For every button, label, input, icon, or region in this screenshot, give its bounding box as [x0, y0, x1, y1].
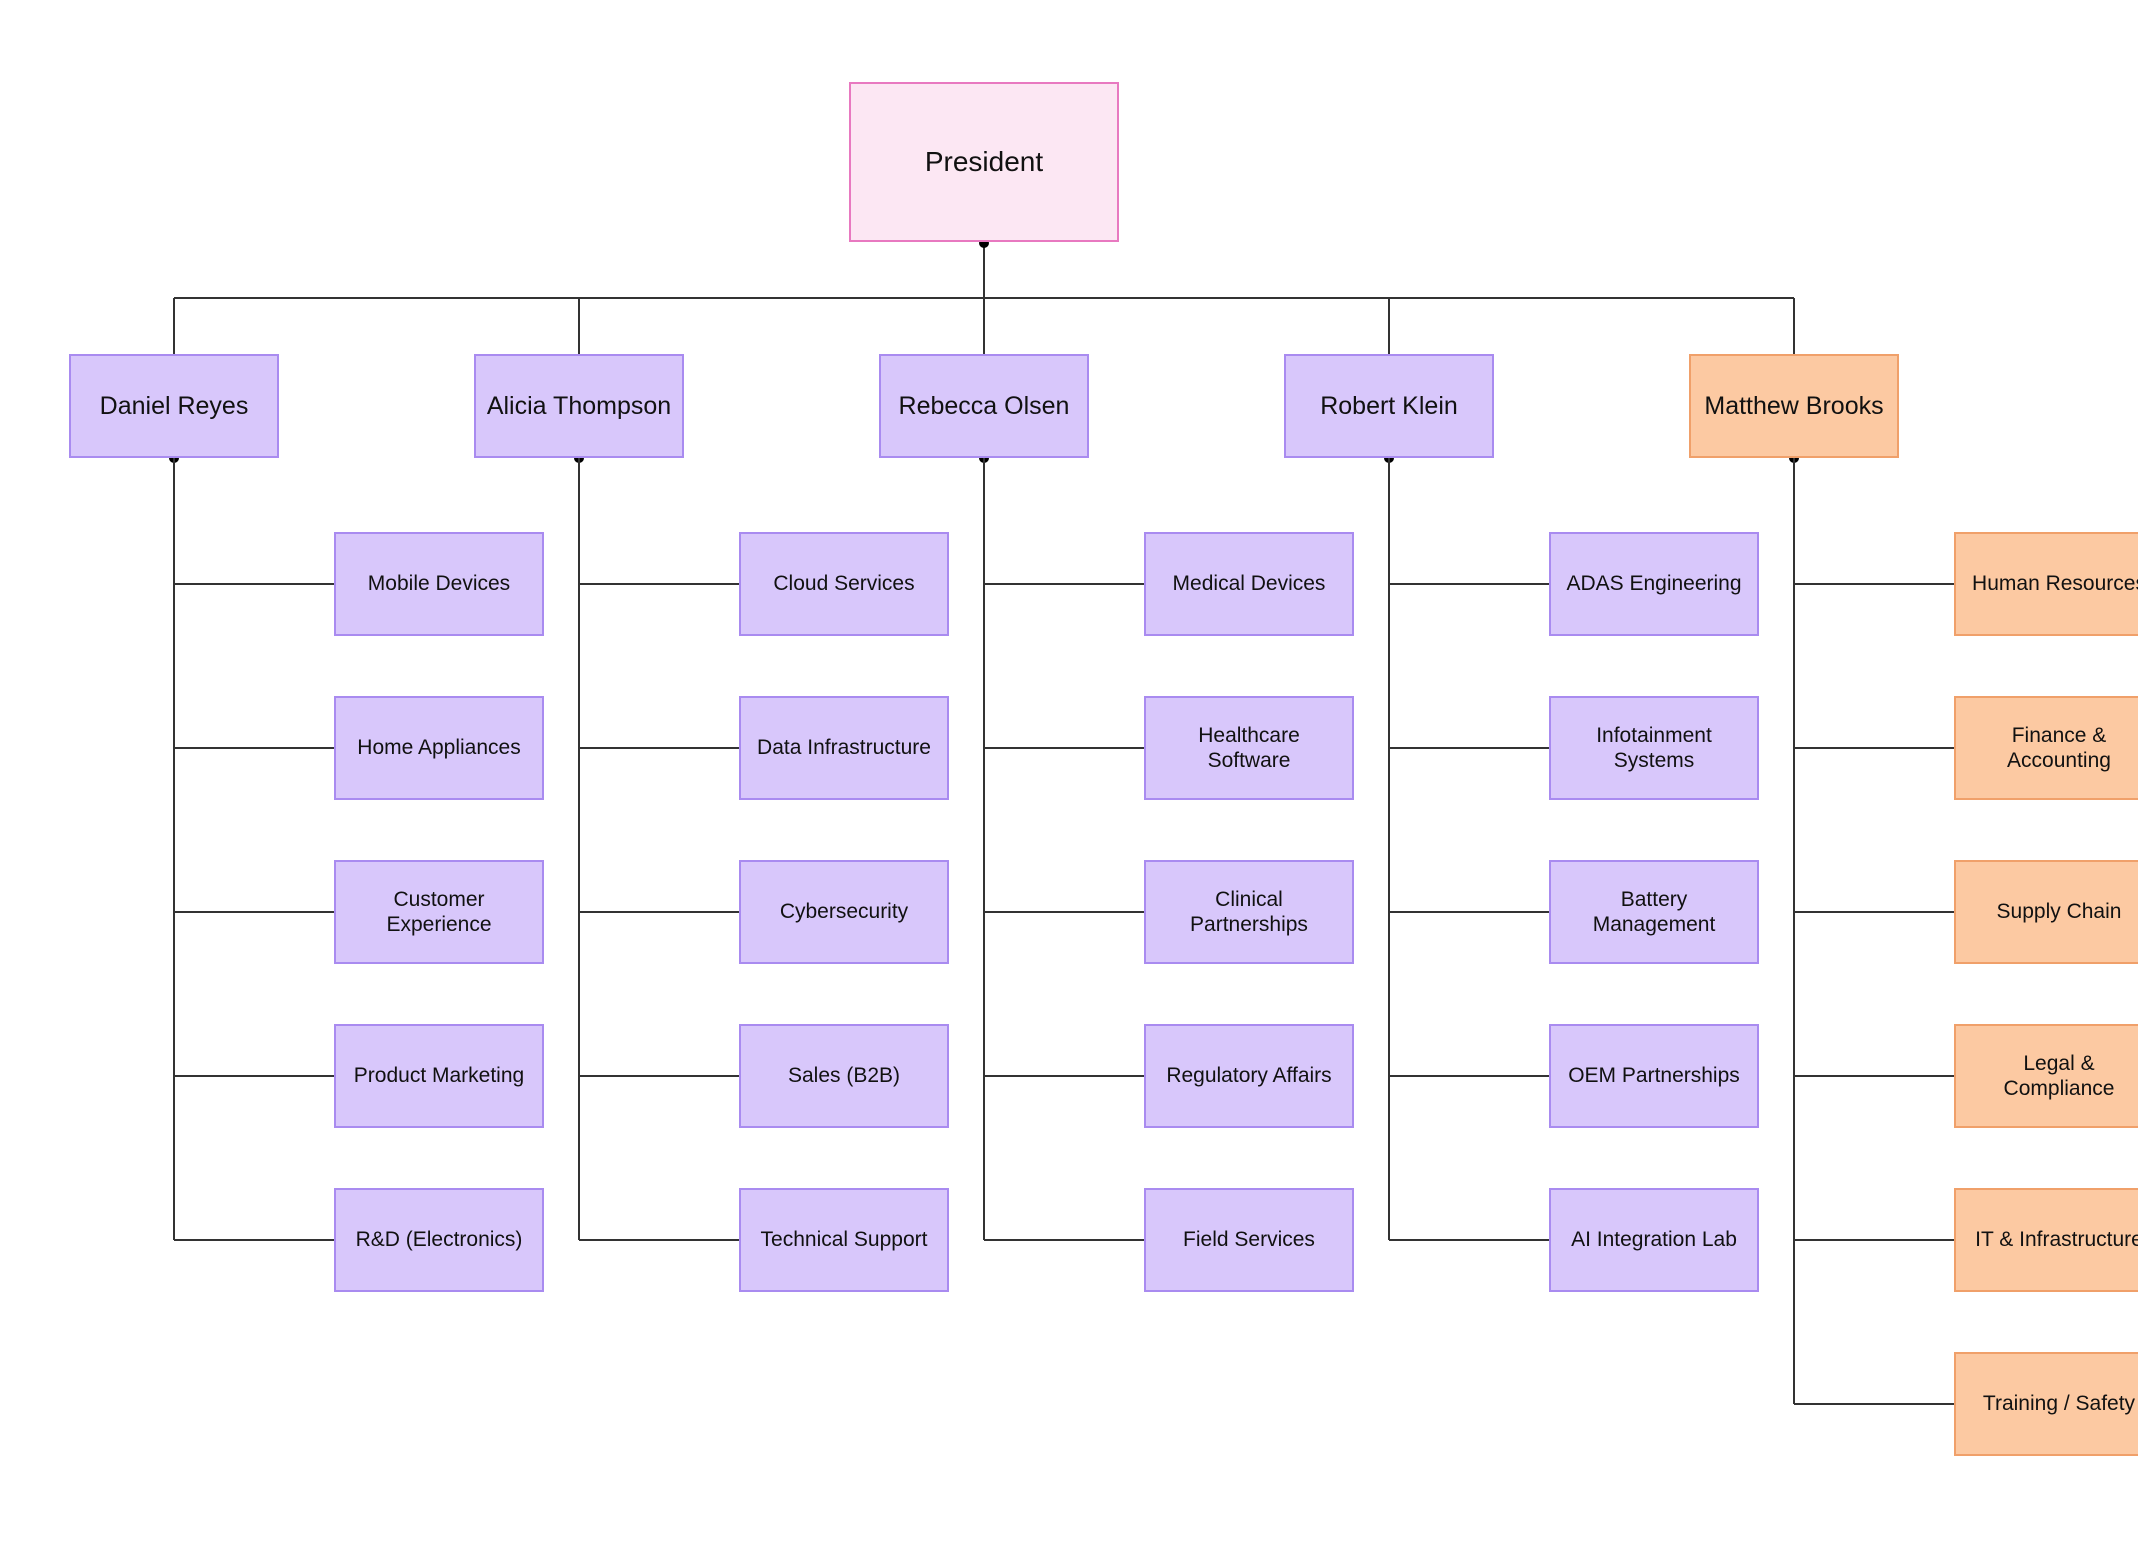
manager-name: Daniel Reyes	[99, 392, 249, 420]
department-name: Home Appliances	[357, 736, 521, 760]
manager-name: Alicia Thompson	[486, 392, 672, 420]
department-box: AI Integration Lab	[1549, 1188, 1759, 1292]
department-box: Medical Devices	[1144, 532, 1354, 636]
department-box: Finance & Accounting	[1954, 696, 2138, 800]
department-box: Human Resources	[1954, 532, 2138, 636]
manager-box: Daniel Reyes	[69, 354, 279, 458]
department-name: Cloud Services	[773, 572, 915, 596]
department-name: Data Infrastructure	[757, 736, 931, 760]
department-name: Healthcare Software	[1198, 723, 1300, 772]
department-name: Finance & Accounting	[2007, 723, 2111, 772]
department-box: Product Marketing	[334, 1024, 544, 1128]
department-box: Supply Chain	[1954, 860, 2138, 964]
president-label: President	[924, 146, 1044, 178]
department-box: ADAS Engineering	[1549, 532, 1759, 636]
department-box: Training / Safety	[1954, 1352, 2138, 1456]
department-box: Battery Management	[1549, 860, 1759, 964]
department-name: Training / Safety	[1982, 1392, 2136, 1416]
department-name: Product Marketing	[353, 1064, 525, 1088]
department-name: R&D (Electronics)	[355, 1228, 523, 1252]
department-name: Legal & Compliance	[2003, 1051, 2115, 1100]
department-name: Human Resources	[1972, 572, 2138, 596]
manager-name: Matthew Brooks	[1704, 392, 1884, 420]
department-name: OEM Partnerships	[1568, 1064, 1740, 1088]
department-box: Mobile Devices	[334, 532, 544, 636]
department-name: AI Integration Lab	[1571, 1228, 1737, 1252]
department-name: Sales (B2B)	[787, 1064, 901, 1088]
department-box: Clinical Partnerships	[1144, 860, 1354, 964]
president-box: President	[849, 82, 1119, 242]
department-name: Mobile Devices	[367, 572, 511, 596]
department-name: Infotainment Systems	[1596, 723, 1712, 772]
manager-box: Matthew Brooks	[1689, 354, 1899, 458]
department-box: Field Services	[1144, 1188, 1354, 1292]
manager-name: Robert Klein	[1320, 392, 1458, 420]
department-name: Cybersecurity	[779, 900, 909, 924]
manager-box: Alicia Thompson	[474, 354, 684, 458]
department-box: Home Appliances	[334, 696, 544, 800]
department-name: Regulatory Affairs	[1166, 1064, 1332, 1088]
department-box: R&D (Electronics)	[334, 1188, 544, 1292]
department-name: Clinical Partnerships	[1190, 887, 1308, 936]
department-box: OEM Partnerships	[1549, 1024, 1759, 1128]
department-box: Healthcare Software	[1144, 696, 1354, 800]
department-box: Data Infrastructure	[739, 696, 949, 800]
department-name: Technical Support	[760, 1228, 928, 1252]
department-box: Cloud Services	[739, 532, 949, 636]
department-name: Supply Chain	[1996, 900, 2122, 924]
department-box: Regulatory Affairs	[1144, 1024, 1354, 1128]
department-box: Legal & Compliance	[1954, 1024, 2138, 1128]
department-box: Sales (B2B)	[739, 1024, 949, 1128]
department-box: Cybersecurity	[739, 860, 949, 964]
department-box: IT & Infrastructure	[1954, 1188, 2138, 1292]
manager-box: Robert Klein	[1284, 354, 1494, 458]
department-name: Field Services	[1183, 1228, 1315, 1252]
department-box: Technical Support	[739, 1188, 949, 1292]
manager-box: Rebecca Olsen	[879, 354, 1089, 458]
department-name: ADAS Engineering	[1566, 572, 1742, 596]
department-name: Customer Experience	[386, 887, 492, 936]
department-name: Medical Devices	[1172, 572, 1326, 596]
department-name: IT & Infrastructure	[1975, 1228, 2138, 1252]
department-box: Customer Experience	[334, 860, 544, 964]
department-name: Battery Management	[1592, 887, 1716, 936]
department-box: Infotainment Systems	[1549, 696, 1759, 800]
manager-name: Rebecca Olsen	[898, 392, 1070, 420]
